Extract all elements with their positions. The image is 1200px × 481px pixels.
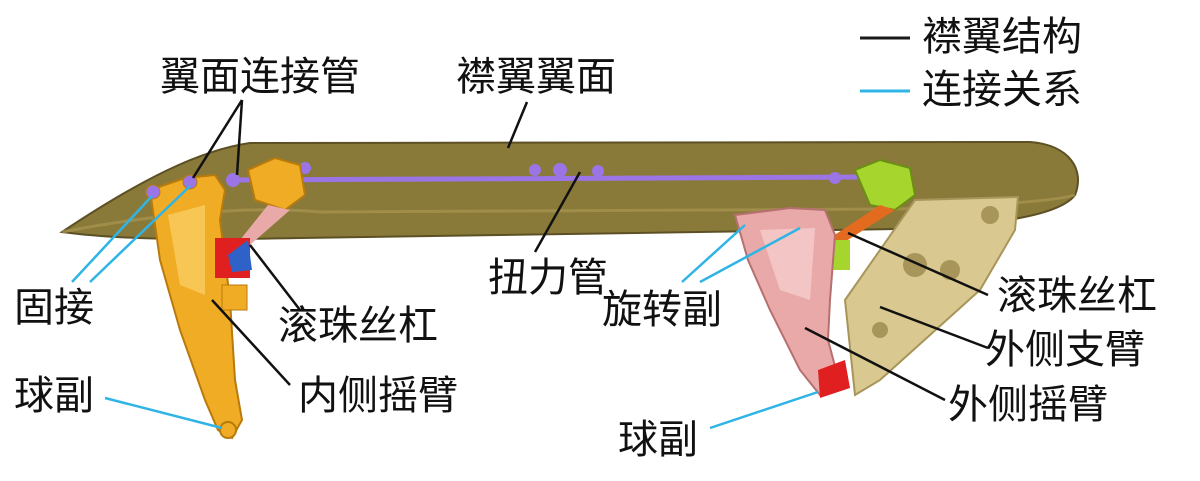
inner-ballscrew-shape [215, 238, 252, 311]
label-outer-strut: 外侧支臂 [985, 327, 1145, 373]
label-ballscrew-right: 滚珠丝杠 [997, 273, 1157, 319]
label-wing-connection-tube: 翼面连接管 [160, 54, 360, 100]
label-revolute-joint: 旋转副 [602, 287, 722, 333]
leader-wing-tube-1 [191, 99, 244, 179]
label-ball-joint-right: 球副 [618, 417, 698, 463]
connection-leaders [71, 185, 819, 430]
label-torque-tube: 扭力管 [488, 255, 608, 301]
structure-leaders [191, 99, 989, 402]
legend-connection-label: 连接关系 [922, 67, 1082, 113]
leader-fixed-2 [89, 185, 191, 283]
leader-torque-tube [533, 171, 582, 253]
leader-outer-strut [879, 305, 989, 350]
leader-ball-joint-right [709, 390, 819, 430]
label-ballscrew-left: 滚珠丝杠 [278, 303, 438, 349]
label-ball-joint-left: 球副 [14, 373, 94, 419]
leader-fixed-1 [71, 195, 153, 283]
legend-structure-label: 襟翼结构 [922, 14, 1082, 60]
inner-actuator-shape [240, 156, 307, 245]
leader-ballscrew-left [249, 244, 301, 311]
leader-revolute-1 [681, 224, 746, 283]
leader-outer-rocker [804, 326, 946, 402]
leader-wing-tube-2 [235, 99, 244, 176]
label-inner-rocker: 内侧摇臂 [298, 373, 458, 419]
leader-ball-joint-left [104, 396, 223, 430]
outer-strut-shape [843, 195, 1020, 397]
leader-inner-rocker [211, 299, 291, 386]
leader-flap-surface [506, 101, 529, 149]
label-fixed-joint: 固接 [14, 285, 94, 331]
leader-revolute-2 [699, 226, 801, 284]
label-outer-rocker: 外侧摇臂 [948, 382, 1108, 428]
label-flap-surface: 襟翼翼面 [456, 54, 616, 100]
outer-rocker-shape [733, 206, 850, 398]
leader-ballscrew-right [847, 231, 989, 297]
torque-tube-shape [226, 162, 871, 187]
